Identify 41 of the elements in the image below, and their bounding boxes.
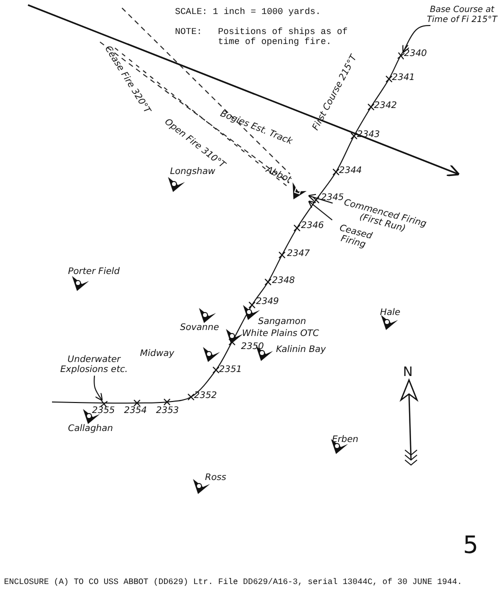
ship-name: Porter Field	[68, 268, 120, 278]
time-label: 2343	[357, 131, 380, 141]
time-label: 2345	[321, 194, 344, 204]
time-label: 2355	[92, 407, 115, 417]
time-label: 2351	[219, 366, 242, 376]
caption: ENCLOSURE (A) TO CO USS ABBOT (DD629) Ltr. File DD629/A16-3, serial 13044C, of 30 JUNE 1944.	[4, 578, 462, 588]
time-label: 2352	[194, 392, 217, 402]
arrow	[308, 200, 333, 220]
time-label: 2341	[392, 74, 415, 84]
annotation-note: Base Course at Time of Fi 215°T	[426, 6, 498, 26]
time-label: 2349	[256, 298, 279, 308]
ship-name: Callaghan	[68, 425, 113, 435]
time-label: 2350	[241, 343, 264, 353]
position-mark	[100, 400, 108, 408]
ship-name: White Plains OTC	[242, 330, 320, 340]
note-text: Positions of ships as of time of opening fire.	[218, 28, 348, 48]
position-mark	[397, 52, 405, 60]
time-label: 2353	[156, 407, 179, 417]
arrow	[94, 375, 103, 402]
page-number: 5	[463, 532, 478, 558]
time-label: 2346	[301, 222, 324, 232]
ship-name: Sangamon	[258, 318, 306, 328]
ship-name: Kalinin Bay	[276, 346, 326, 356]
annotation-note: Underwater Explosions etc.	[58, 355, 130, 376]
ship-name: Erben	[332, 436, 358, 446]
ship-name: Ross	[205, 474, 226, 484]
time-label: 2347	[287, 250, 310, 260]
arrow	[308, 194, 334, 204]
ship-name: Sovanne	[180, 324, 220, 334]
time-label: 2354	[124, 407, 147, 417]
arrow	[402, 25, 431, 54]
north-label: N	[403, 366, 413, 380]
time-label: 2340	[404, 50, 427, 60]
time-label: 2344	[339, 167, 362, 177]
ship-name: Midway	[140, 350, 174, 360]
ship-name: Longshaw	[170, 168, 216, 178]
scale-note: SCALE: 1 inch = 1000 yards.	[175, 8, 321, 18]
note-heading: NOTE:	[175, 28, 202, 38]
time-label: 2348	[272, 277, 295, 287]
time-label: 2342	[374, 102, 397, 112]
ship-name: Hale	[380, 309, 400, 319]
